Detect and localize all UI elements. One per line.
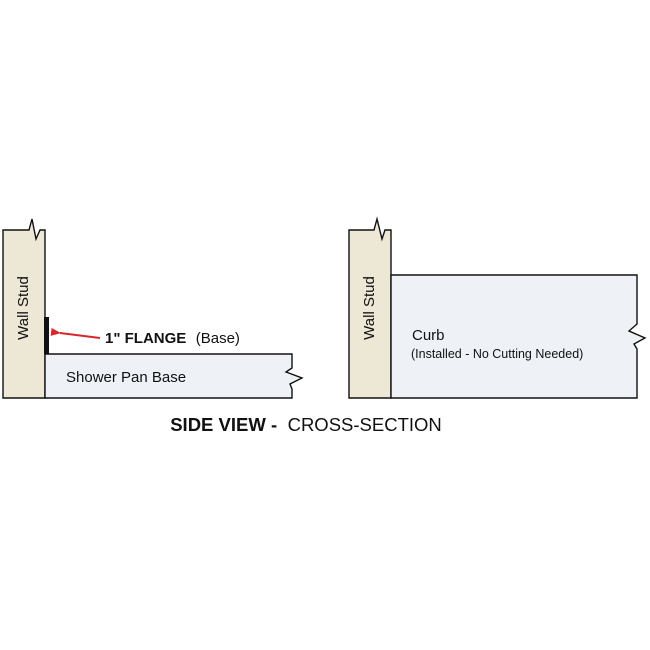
left-wall-stud [2,218,46,399]
curb-label: Curb [412,327,445,344]
right-wall-stud [348,216,392,399]
curb [390,274,647,399]
right-cross-section: Wall Stud Curb (Installed - No Cutting N… [348,216,647,399]
shower-pan-base [44,353,304,399]
shower-pan-base-label: Shower Pan Base [66,369,186,386]
flange-note: (Base) [196,330,240,347]
flange-callout: 1" FLANGE (Base) [105,330,240,347]
right-wall-stud-label: Wall Stud [361,276,378,340]
caption-regular: CROSS-SECTION [288,414,442,435]
flange [44,317,49,354]
flange-label: 1" FLANGE [105,330,186,347]
diagram-caption: SIDE VIEW - CROSS-SECTION [170,414,442,435]
arrow-left-icon [50,327,101,339]
caption-bold: SIDE VIEW - [170,414,277,435]
left-cross-section: Wall Stud 1" FLANGE (Base) Shower Pan Ba… [2,218,304,399]
curb-note: (Installed - No Cutting Needed) [411,347,583,361]
left-wall-stud-label: Wall Stud [15,276,32,340]
